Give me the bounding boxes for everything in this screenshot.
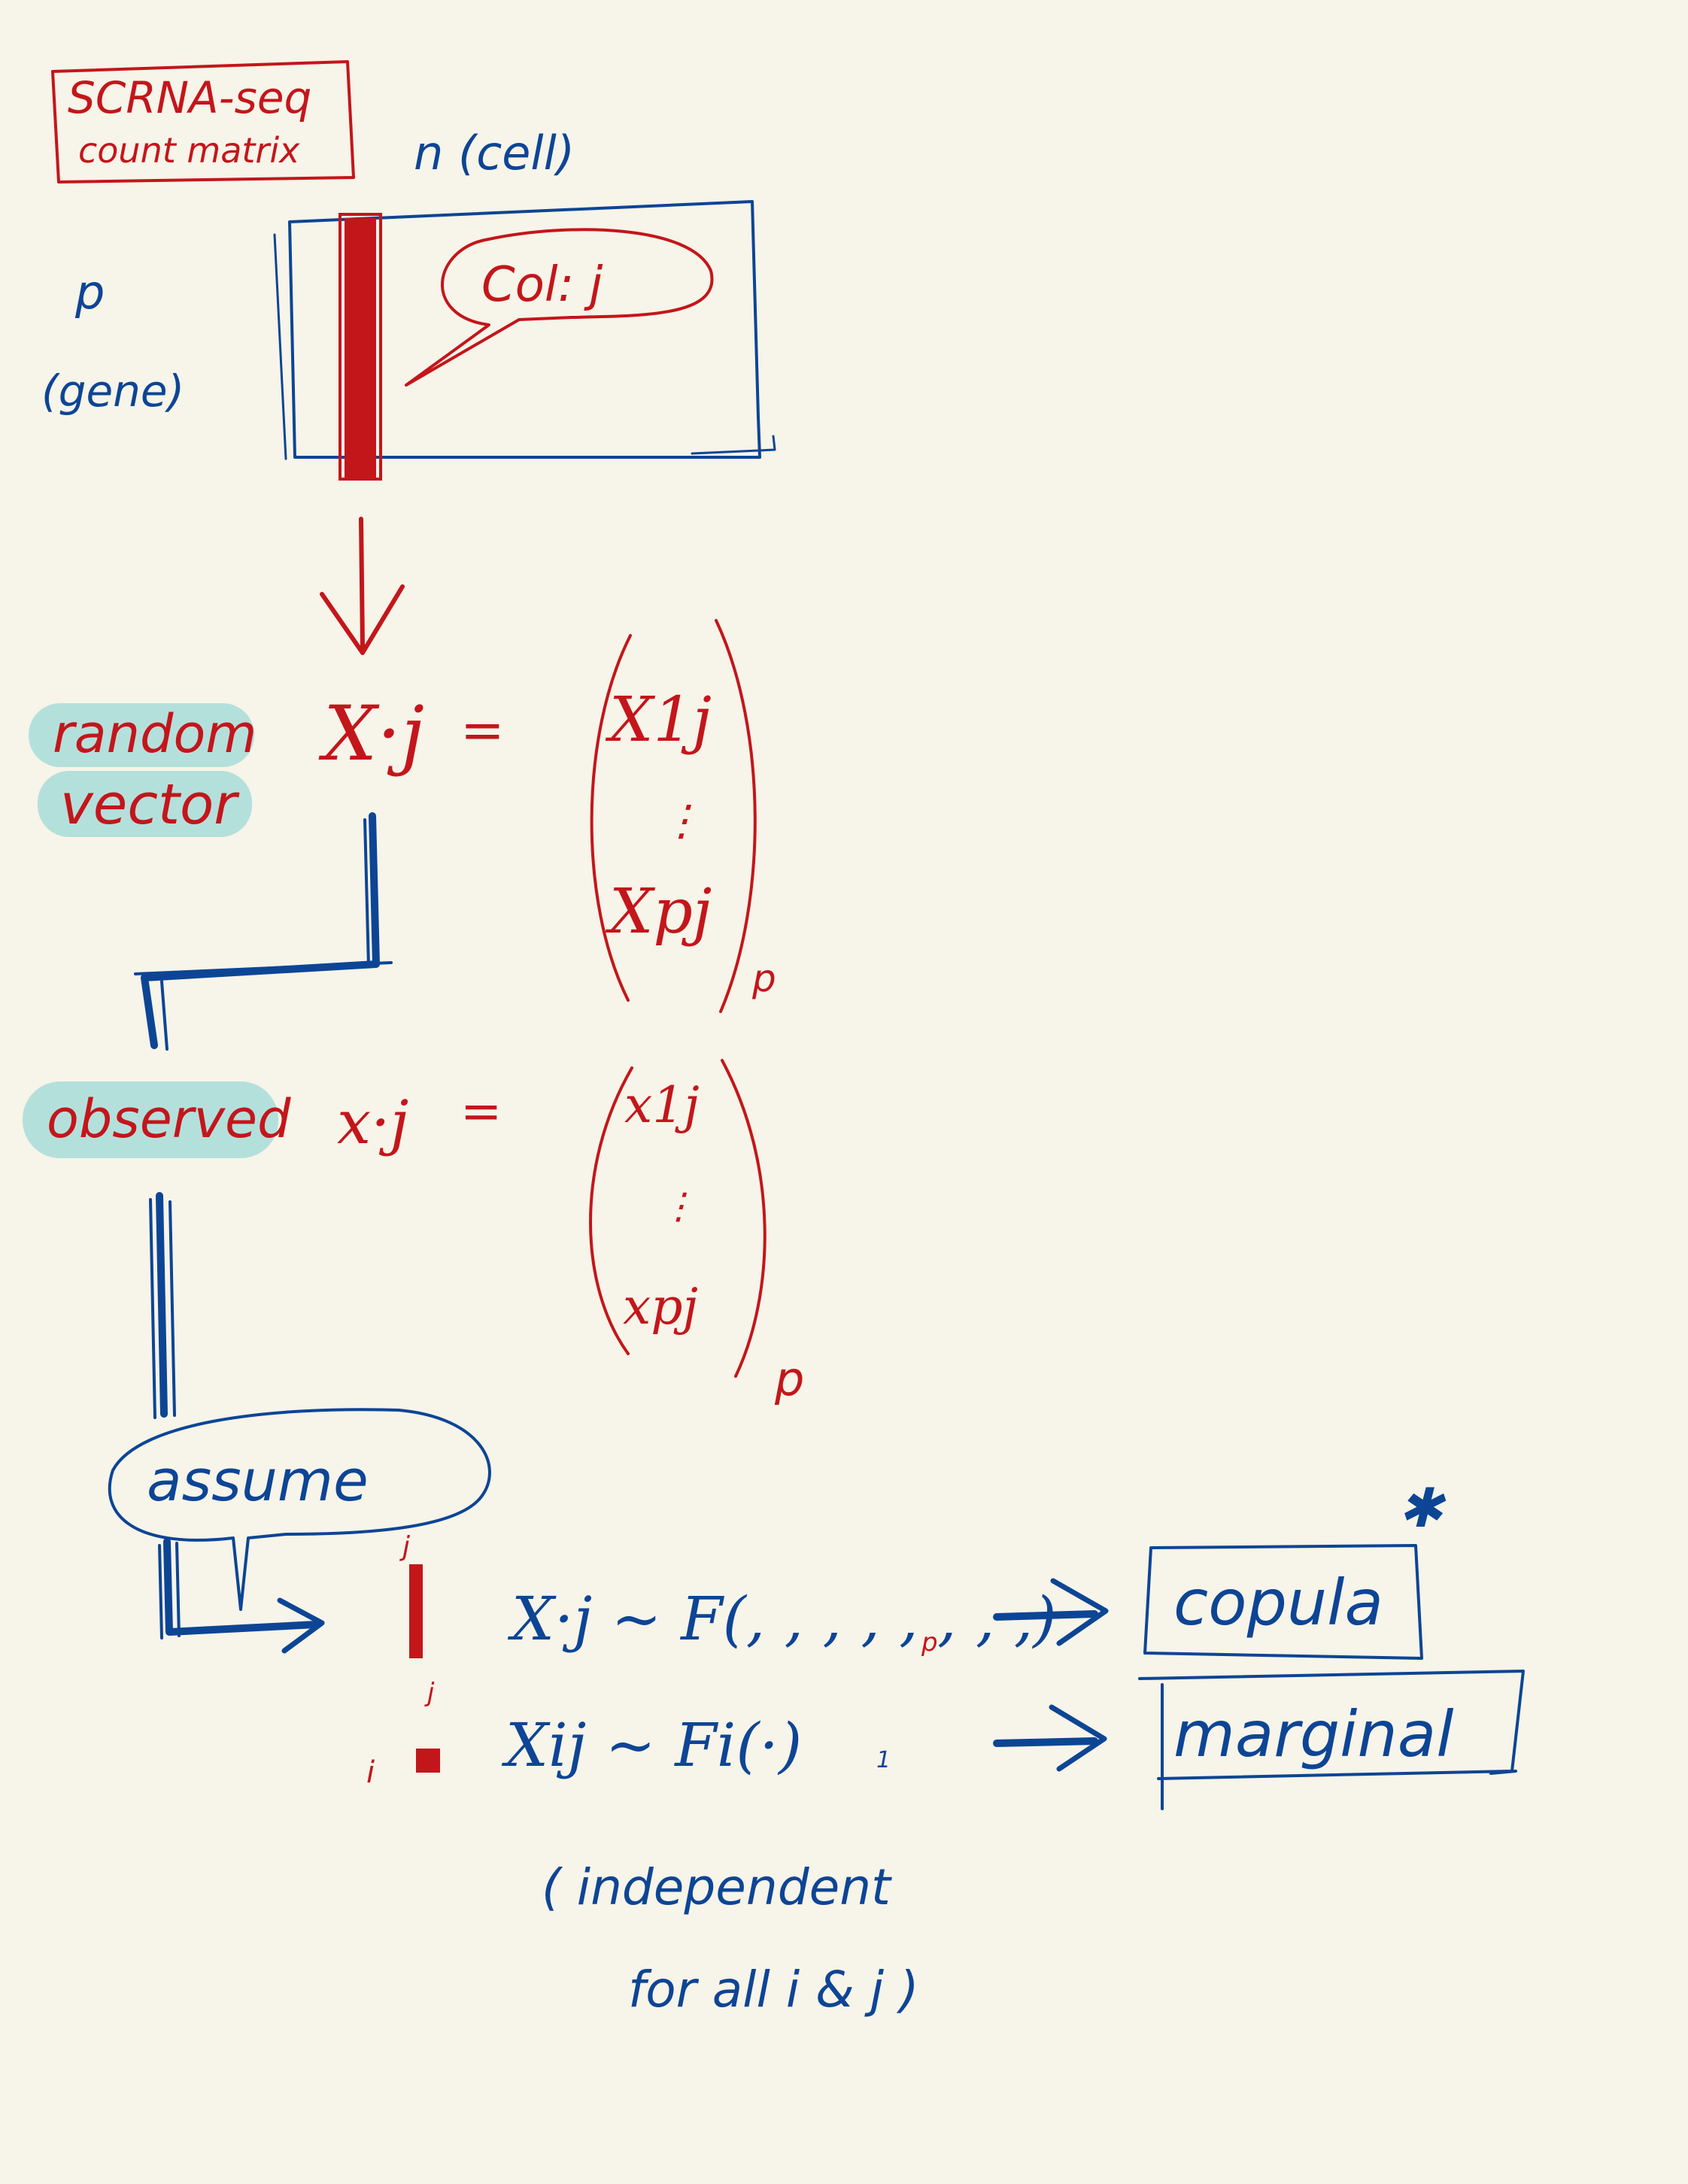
marginal-row: i j Xij ~ Fi(·) 1 marginal: [366, 1670, 1525, 1810]
assume-text: assume: [147, 1447, 369, 1514]
joint-j-mark: j: [399, 1531, 410, 1562]
random-vector-dim: p: [751, 957, 776, 1000]
title-line-2: count matrix: [78, 130, 300, 171]
gene-label: (gene): [41, 366, 184, 417]
star-mark: ✱: [1398, 1476, 1447, 1539]
n-cell-label: n (cell): [414, 126, 575, 180]
marginal-label: marginal: [1173, 1697, 1454, 1771]
marginal-j-mark: j: [424, 1678, 435, 1708]
observed-row: observed x·j = x1j ⋮ xpj p: [23, 1059, 804, 1406]
copula-label: copula: [1173, 1566, 1383, 1640]
observed-label: observed: [47, 1088, 291, 1150]
joint-column-mark: [409, 1564, 423, 1658]
column-bubble-text: Col: j: [481, 257, 603, 313]
random-vector-lhs: X·j: [318, 690, 424, 778]
count-matrix: n (cell) p (gene) Col: j: [41, 126, 776, 481]
marginal-i-mark: i: [366, 1755, 375, 1790]
down-arrow: [320, 517, 405, 655]
observed-equals: =: [460, 1082, 502, 1140]
observed-lhs: x·j: [337, 1087, 408, 1157]
vertical-connector: [149, 1192, 176, 1419]
random-vector-bottom: Xpj: [605, 876, 712, 948]
note-line-1: ( independent: [542, 1858, 892, 1916]
random-label: random: [53, 703, 257, 765]
marginal-subscript: 1: [876, 1747, 891, 1773]
observed-top: x1j: [624, 1076, 700, 1134]
observed-dim: p: [774, 1351, 804, 1406]
marginal-cell-mark: [416, 1749, 440, 1773]
random-vector-top: X1j: [605, 684, 712, 756]
observed-bottom: xpj: [623, 1278, 698, 1336]
note-line-2: for all i & j ): [628, 1961, 919, 2019]
independence-note: ( independent for all i & j ): [542, 1858, 919, 2019]
random-vector-row: random vector X·j = X1j ⋮ Xpj p: [29, 619, 776, 1013]
random-vector-equals: =: [460, 699, 505, 761]
p-label: p: [74, 265, 105, 320]
elbow-connector-1: [134, 812, 393, 1051]
elbow-arrow: [158, 1538, 325, 1654]
column-j-highlight: [345, 218, 376, 478]
joint-formula: X·j ~ F(, , , , , , , ,): [507, 1584, 1056, 1654]
assume-bubble: assume: [108, 1408, 491, 1611]
vector-label: vector: [60, 772, 240, 837]
title-box: SCRNA-seq count matrix: [51, 60, 355, 184]
title-line-1: SCRNA-seq: [68, 72, 311, 123]
random-vector-dots: ⋮: [660, 796, 703, 845]
joint-subscript: p: [921, 1627, 938, 1658]
joint-distribution-row: j X·j ~ F(, , , , , , , ,) p copula ✱: [399, 1476, 1447, 1660]
marginal-formula: Xij ~ Fi(·): [501, 1710, 802, 1780]
observed-dots: ⋮: [660, 1185, 697, 1227]
